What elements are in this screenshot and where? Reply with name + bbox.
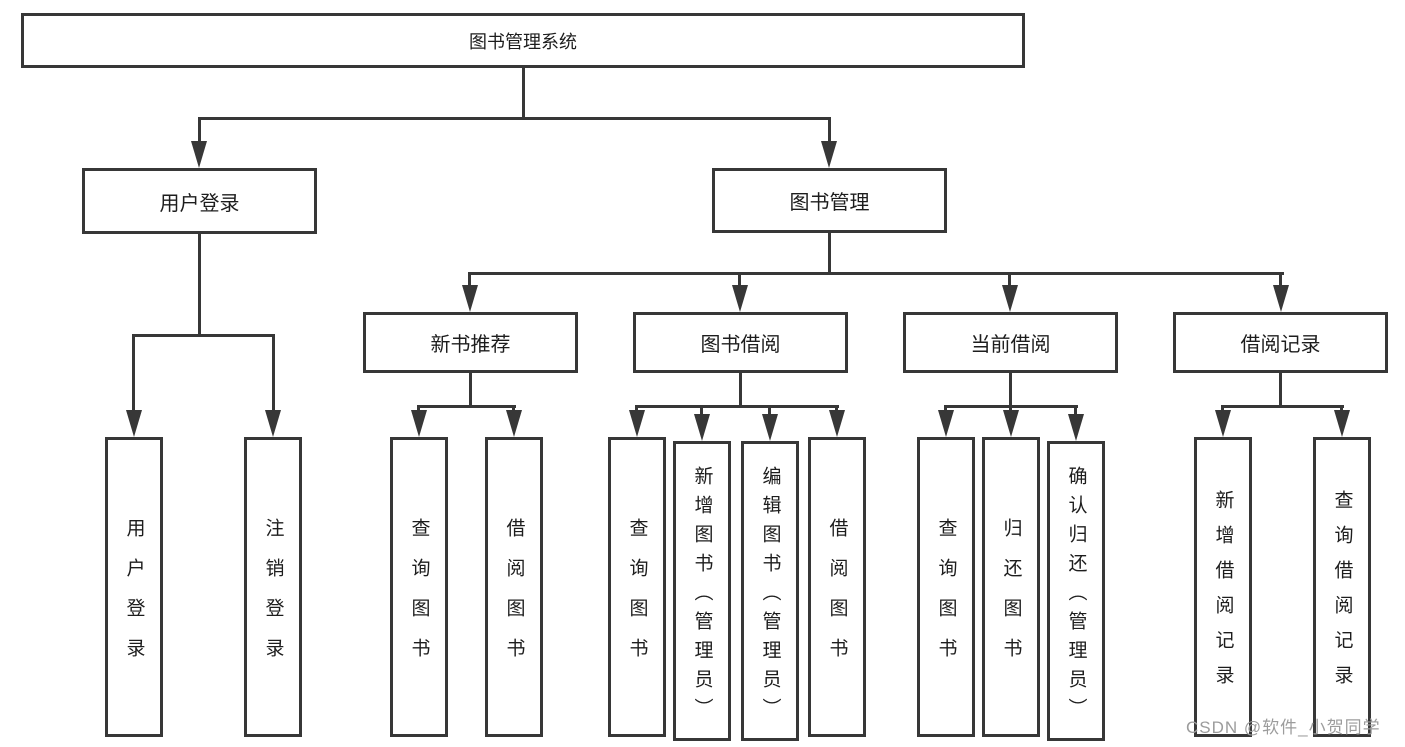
node-nb-query-books: 查询图书 [390, 437, 448, 737]
arrowhead-nb-c2 [506, 410, 522, 437]
connector-drop-login [132, 334, 135, 413]
connector-drop-cb-c1 [944, 405, 947, 413]
node-label: 用户登录 [123, 517, 145, 678]
connector-current-borrow-trunk [1009, 373, 1012, 407]
arrowhead-new-books [462, 285, 478, 312]
node-logout: 注销登录 [244, 437, 302, 737]
node-label: 编辑图书（管理员） [759, 465, 781, 727]
node-cb-confirm-return-admin: 确认归还（管理员） [1047, 441, 1105, 741]
node-label: 用户登录 [159, 192, 240, 215]
node-label: 查询借阅记录 [1331, 490, 1353, 700]
arrowhead-bb-c4 [829, 410, 845, 437]
node-login: 用户登录 [105, 437, 163, 737]
node-current-borrow: 当前借阅 [903, 312, 1118, 373]
node-br-query-record: 查询借阅记录 [1313, 437, 1371, 737]
node-label: 新增图书（管理员） [691, 465, 713, 727]
node-new-books: 新书推荐 [363, 312, 578, 373]
connector-drop-bb-c1 [635, 405, 638, 413]
connector-book-borrow-span [635, 405, 839, 408]
node-bb-edit-books-admin: 编辑图书（管理员） [741, 441, 799, 741]
arrowhead-cb-c3 [1068, 414, 1084, 441]
node-label: 查询图书 [626, 517, 648, 678]
connector-root-trunk [522, 68, 525, 118]
csdn-watermark: CSDN @软件_小贺同学 [1186, 718, 1381, 737]
arrowhead-book-mgmt [821, 141, 837, 168]
arrowhead-br-c1 [1215, 410, 1231, 437]
node-bb-query-books: 查询图书 [608, 437, 666, 737]
connector-drop-new-books [468, 272, 471, 288]
connector-level2-span [198, 117, 831, 120]
node-borrow-records: 借阅记录 [1173, 312, 1388, 373]
connector-drop-br-c1 [1221, 405, 1224, 413]
node-cb-query-books: 查询图书 [917, 437, 975, 737]
node-label: 查询图书 [408, 517, 430, 678]
node-label: 归还图书 [1000, 517, 1022, 678]
node-label: 图书借阅 [700, 334, 781, 356]
arrowhead-login [126, 410, 142, 437]
arrowhead-cb-c1 [938, 410, 954, 437]
node-label: 图书管理 [789, 192, 870, 214]
node-label: 注销登录 [262, 517, 284, 678]
node-nb-borrow-books: 借阅图书 [485, 437, 543, 737]
connector-drop-nb-c2 [512, 405, 515, 413]
node-label: 借阅图书 [503, 517, 525, 678]
connector-new-books-span [417, 405, 516, 408]
connector-new-books-trunk [469, 373, 472, 407]
arrowhead-bb-c2 [694, 414, 710, 441]
connector-book-mgmt-trunk [828, 233, 831, 274]
connector-drop-br-c2 [1340, 405, 1343, 413]
node-label: 查询图书 [935, 517, 957, 678]
node-bb-add-books-admin: 新增图书（管理员） [673, 441, 731, 741]
connector-drop-current-borrow [1008, 272, 1011, 288]
connector-drop-logout [272, 334, 275, 413]
connector-drop-bb-c2 [700, 405, 703, 417]
connector-drop-cb-c2 [1009, 405, 1012, 413]
connector-drop-book-borrow [738, 272, 741, 288]
arrowhead-logout [265, 410, 281, 437]
node-label: 借阅图书 [826, 517, 848, 678]
node-cb-return-books: 归还图书 [982, 437, 1040, 737]
connector-user-login-span [132, 334, 275, 337]
connector-drop-borrow-records [1279, 272, 1282, 288]
connector-book-borrow-trunk [739, 373, 742, 407]
connector-level3-span [468, 272, 1284, 275]
arrowhead-br-c2 [1334, 410, 1350, 437]
connector-drop-book-mgmt [828, 117, 831, 145]
connector-drop-bb-c3 [768, 405, 771, 417]
arrowhead-bb-c1 [629, 410, 645, 437]
node-label: 借阅记录 [1240, 334, 1321, 356]
arrowhead-current-borrow [1002, 285, 1018, 312]
arrowhead-nb-c1 [411, 410, 427, 437]
connector-borrow-records-trunk [1279, 373, 1282, 407]
node-root: 图书管理系统 [21, 13, 1025, 68]
arrowhead-user-login [191, 141, 207, 168]
arrowhead-bb-c3 [762, 414, 778, 441]
node-label: 当前借阅 [970, 334, 1051, 356]
connector-borrow-records-span [1221, 405, 1344, 408]
node-label: 确认归还（管理员） [1065, 465, 1087, 727]
arrowhead-borrow-records [1273, 285, 1289, 312]
node-label: 图书管理系统 [469, 31, 577, 52]
connector-user-login-trunk [198, 234, 201, 336]
node-br-add-record: 新增借阅记录 [1194, 437, 1252, 737]
arrowhead-cb-c2 [1003, 410, 1019, 437]
arrowhead-book-borrow [732, 285, 748, 312]
connector-drop-nb-c1 [417, 405, 420, 413]
node-book-borrow: 图书借阅 [633, 312, 848, 373]
connector-drop-bb-c4 [835, 405, 838, 413]
connector-drop-cb-c3 [1074, 405, 1077, 417]
node-label: 新增借阅记录 [1212, 490, 1234, 700]
connector-drop-user-login [198, 117, 201, 145]
node-bb-borrow-books: 借阅图书 [808, 437, 866, 737]
node-user-login: 用户登录 [82, 168, 317, 234]
node-label: 新书推荐 [430, 334, 511, 356]
node-book-mgmt: 图书管理 [712, 168, 947, 233]
